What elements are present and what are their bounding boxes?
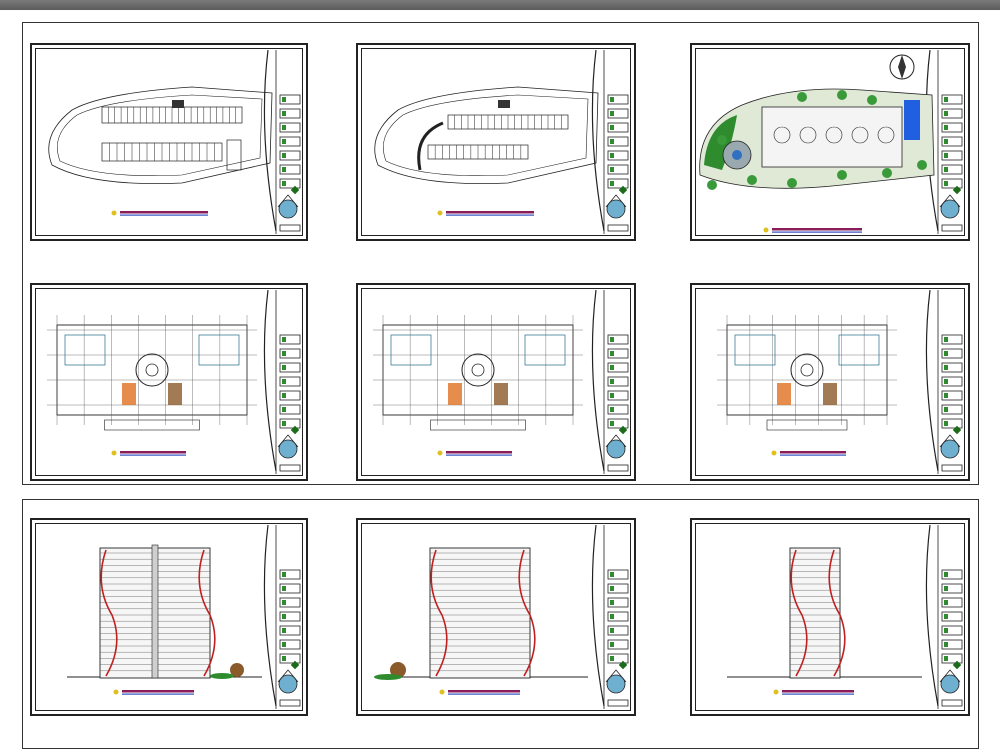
drawing-sheet-floor-plan-a[interactable]: [30, 283, 308, 481]
elevation-drawing: [374, 547, 588, 680]
drawing-title-bar: [437, 210, 534, 216]
title-block: [263, 524, 301, 709]
sheet-drawing-canvas: [374, 524, 629, 709]
sheet-inner-border: [361, 523, 631, 711]
pool: [904, 100, 920, 140]
title-block: [591, 49, 629, 234]
logo-emblem: [278, 199, 298, 219]
title-block: [591, 524, 629, 709]
sheet-drawing-canvas: [67, 524, 301, 709]
drawing-sheet-elevation-side[interactable]: [356, 518, 636, 716]
drawing-sheet-elevation-front[interactable]: [30, 518, 308, 716]
sheet-drawing-canvas: [717, 289, 963, 474]
sheet-inner-border: [695, 523, 965, 711]
title-block: [925, 524, 963, 709]
drawing-title-bar: [437, 450, 512, 456]
drawing-title-bar: [111, 450, 186, 456]
logo-emblem: [606, 439, 626, 459]
sheet-inner-border: [361, 48, 631, 236]
title-block: [591, 289, 629, 474]
drawing-title-bar: [771, 450, 846, 456]
title-block: [263, 49, 301, 234]
title-block: [925, 289, 963, 474]
elevation-drawing: [727, 547, 922, 679]
site-plan-drawing: [374, 86, 599, 185]
drawing-sheet-elevation-narrow[interactable]: [690, 518, 970, 716]
site-plan-drawing: [48, 86, 273, 185]
logo-emblem: [278, 439, 298, 459]
sheet-inner-border: [695, 48, 965, 236]
drawing-sheet-floor-plan-b[interactable]: [356, 283, 636, 481]
window-top-bar: [0, 0, 1000, 10]
drawing-title-bar: [439, 689, 520, 695]
logo-emblem: [940, 439, 960, 459]
drawing-title-bar: [763, 227, 862, 233]
sheet-drawing-canvas: [374, 49, 629, 234]
drawing-title-bar: [773, 689, 854, 695]
drawing-sheet-site-plan-a[interactable]: [30, 43, 308, 241]
drawing-title-bar: [111, 210, 208, 216]
building-footprint: [761, 106, 903, 168]
drawing-sheet-site-plan-b[interactable]: [356, 43, 636, 241]
central-stair: [135, 353, 169, 387]
sheet-inner-border: [35, 48, 303, 236]
central-stair: [461, 353, 495, 387]
logo-emblem: [278, 674, 298, 694]
sheet-drawing-canvas: [47, 289, 301, 474]
drawing-sheet-floor-plan-c[interactable]: [690, 283, 970, 481]
sheet-inner-border: [35, 523, 303, 711]
elevation-drawing: [67, 544, 262, 679]
tower-outline: [429, 547, 531, 679]
sheet-drawing-canvas: [699, 49, 963, 234]
logo-emblem: [940, 199, 960, 219]
sheet-inner-border: [35, 288, 303, 476]
drawing-title-bar: [113, 689, 194, 695]
sheet-drawing-canvas: [373, 289, 629, 474]
sheet-inner-border: [361, 288, 631, 476]
floor-plan-drawing: [47, 315, 257, 431]
sheet-drawing-canvas: [727, 524, 963, 709]
tower-outline: [789, 547, 841, 679]
logo-emblem: [606, 674, 626, 694]
central-stair: [790, 353, 824, 387]
logo-emblem: [940, 674, 960, 694]
title-block: [263, 289, 301, 474]
floor-plan-drawing: [373, 315, 583, 431]
floor-plan-drawing: [717, 315, 897, 431]
landscape-plan-drawing: [699, 54, 935, 190]
sheet-drawing-canvas: [48, 49, 301, 234]
sheet-inner-border: [695, 288, 965, 476]
logo-emblem: [606, 199, 626, 219]
drawing-sheet-landscape-plan[interactable]: [690, 43, 970, 241]
